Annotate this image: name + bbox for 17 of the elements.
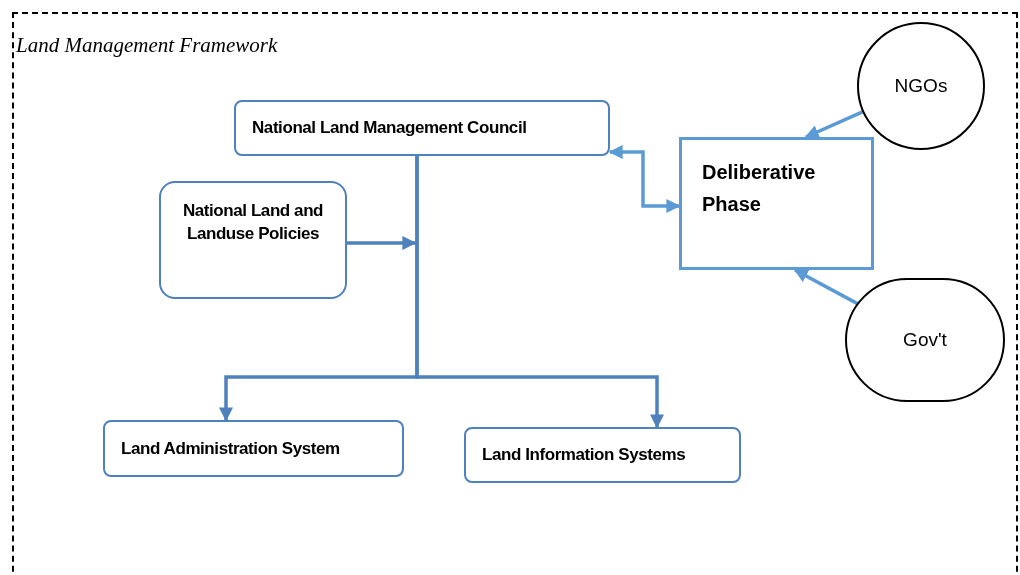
node-label: Land Information Systems bbox=[482, 444, 686, 467]
node-label: Land Administration System bbox=[121, 437, 340, 460]
node-label: Gov't bbox=[903, 327, 947, 352]
node-label: NGOs bbox=[894, 73, 948, 98]
process-box bbox=[234, 100, 610, 156]
arrow bbox=[415, 156, 664, 429]
phase-box bbox=[679, 137, 874, 270]
arrow bbox=[347, 236, 417, 250]
node-label: Deliberative Phase bbox=[702, 161, 816, 215]
process-box bbox=[103, 420, 404, 477]
arrow bbox=[804, 110, 864, 139]
node-label: National Land Management Council bbox=[252, 117, 527, 140]
arrow bbox=[608, 145, 681, 213]
process-box bbox=[464, 427, 741, 483]
process-box bbox=[159, 181, 347, 299]
node-label: National Land and Landuse Policies bbox=[181, 200, 325, 246]
frame-title: Land Management Framework bbox=[16, 32, 278, 59]
